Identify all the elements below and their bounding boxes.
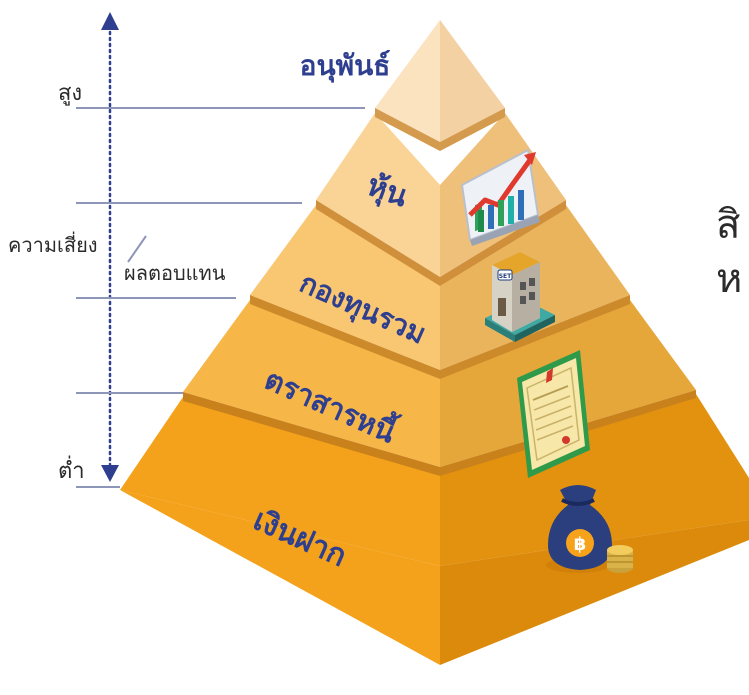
bond-certificate-icon <box>517 350 590 478</box>
stock-chart-icon <box>460 148 540 246</box>
tier-stock-left <box>316 113 440 277</box>
tier-derivative <box>375 20 505 151</box>
arrow-down-icon <box>101 465 119 482</box>
set-building-icon: SET <box>485 252 555 342</box>
tier-derivative-right <box>440 20 505 142</box>
tier-deposit <box>120 394 749 665</box>
arrow-up-icon <box>101 12 119 30</box>
axis-high-label: สูง <box>58 81 82 106</box>
side-text-line-2: ห <box>716 256 742 302</box>
axis-return-label: ผลตอบแทน <box>124 261 226 285</box>
tier-deposit-left <box>120 490 440 665</box>
axis-low-label: ต่ำ <box>58 455 85 484</box>
pyramid <box>120 20 749 665</box>
tier-fund-left <box>250 205 440 370</box>
tier-deposit-right-top <box>440 394 749 566</box>
money-bag-icon: ฿ <box>546 485 633 573</box>
side-text-line-1: สิ <box>716 202 740 248</box>
set-logo-text: SET <box>499 273 512 280</box>
axis-risk-label: ความเสี่ยง <box>8 231 98 257</box>
tier-deposit-left-top <box>120 397 440 566</box>
tier-derivative-ledge <box>375 108 505 151</box>
tier-derivative-left <box>375 20 440 142</box>
tier-deposit-right <box>440 520 749 665</box>
guide-lines <box>76 107 365 488</box>
baht-symbol: ฿ <box>574 534 587 555</box>
tier-bond-left <box>183 300 440 467</box>
axis-divider-slash <box>127 235 147 263</box>
risk-return-axis <box>101 12 119 482</box>
tier-label-derivative: อนุพันธ์ <box>300 49 391 83</box>
